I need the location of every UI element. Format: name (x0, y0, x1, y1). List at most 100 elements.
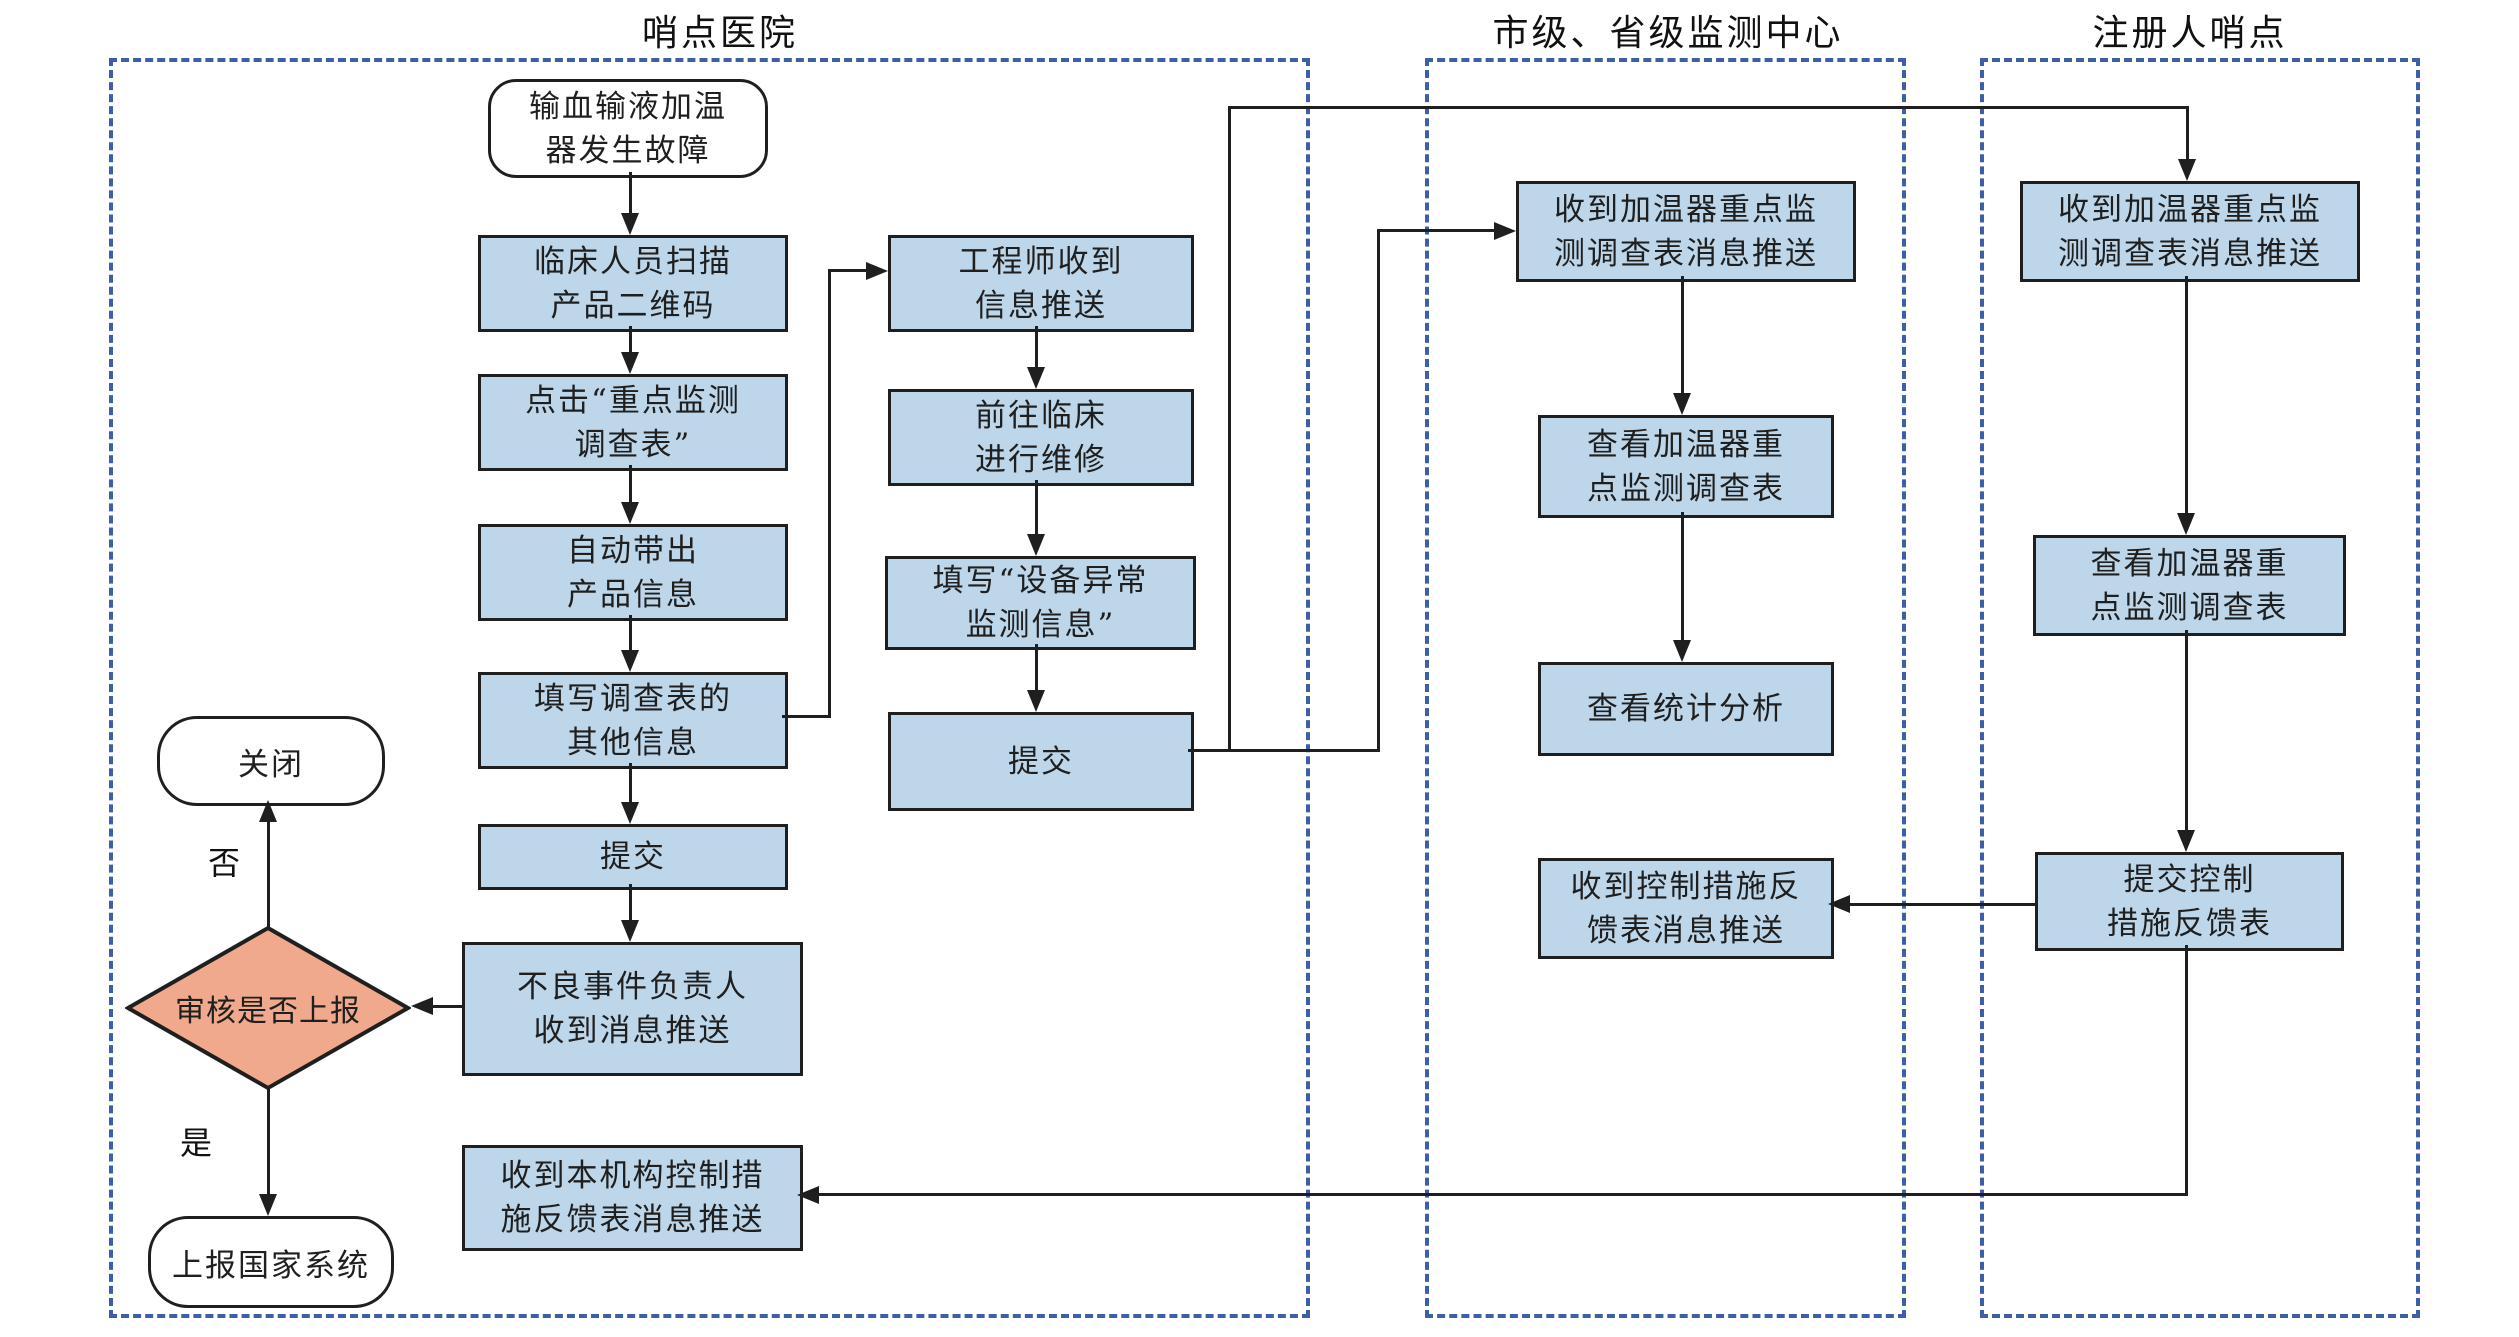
arrow-responsible-to-review (431, 1005, 462, 1008)
node-close-line1: 关闭 (238, 746, 304, 783)
node-submit-main: 提交 (478, 824, 788, 890)
arrow-clinic-to-abnormal (1035, 480, 1038, 536)
arrowhead-clinic-to-abnormal (1027, 534, 1045, 556)
arrow-regpush-to-regview (2185, 276, 2188, 515)
edge-mid-horizontal-to-center (1377, 229, 1496, 232)
edge-label-yes: 是 (180, 1124, 213, 1162)
node-close: 关闭 (157, 716, 385, 806)
node-center-form-push-line1: 收到加温器重点监 (1554, 191, 1818, 228)
node-device-failure: 输血输液加温 器发生故障 (488, 79, 768, 178)
node-device-failure-line1: 输血输液加温 (529, 88, 727, 125)
arrowhead-to-engineer-push (866, 262, 888, 280)
node-fill-abnormal-line2: 监测信息” (965, 607, 1116, 643)
node-center-feedback-push-line1: 收到控制措施反 (1570, 868, 1802, 905)
node-center-feedback-push: 收到控制措施反 馈表消息推送 (1538, 858, 1834, 959)
arrowhead-regpush-to-regview (2177, 513, 2195, 535)
node-auto-info: 自动带出 产品信息 (478, 524, 788, 621)
edge-bottom-horizontal (815, 1193, 2188, 1196)
edge-regsubmit-to-centerfeedback (1848, 903, 2035, 906)
node-fill-other-line2: 其他信息 (567, 724, 699, 761)
node-engineer-push-line2: 信息推送 (975, 287, 1107, 324)
arrow-regview-to-regsubmit (2185, 630, 2188, 832)
arrowhead-to-reg-form-push (2178, 159, 2196, 181)
node-center-view-form-line1: 查看加温器重 (1587, 426, 1785, 463)
arrow-auto-to-fill (629, 615, 632, 652)
lane-hospital (109, 58, 1310, 1318)
arrow-engineer-to-clinic (1035, 326, 1038, 369)
node-org-feedback-push-line2: 施反馈表消息推送 (500, 1202, 765, 1238)
node-reg-view-form-line2: 点监测调查表 (2090, 589, 2289, 626)
arrowhead-review-to-close (259, 800, 277, 822)
arrowhead-review-to-report (259, 1194, 277, 1216)
arrowhead-responsible-to-review (411, 997, 433, 1015)
arrowhead-click-to-auto (621, 502, 639, 524)
node-goto-clinic-line2: 进行维修 (975, 441, 1107, 478)
node-center-view-stats-line1: 查看统计分析 (1587, 691, 1785, 727)
node-center-feedback-push-line2: 馈表消息推送 (1587, 912, 1785, 949)
node-reg-view-form-line1: 查看加温器重 (2090, 545, 2289, 582)
node-responsible-push-line1: 不良事件负责人 (517, 969, 748, 1005)
node-center-view-form-line2: 点监测调查表 (1587, 470, 1785, 507)
arrowhead-centerpush-to-viewform (1673, 393, 1691, 415)
edge-submit-riser-right (1377, 229, 1380, 752)
node-submit-engineer: 提交 (888, 712, 1194, 811)
edge-regsubmit-down (2185, 945, 2188, 1196)
node-center-view-form: 查看加温器重 点监测调查表 (1538, 415, 1834, 518)
node-reg-form-push-line1: 收到加温器重点监 (2058, 191, 2322, 228)
lane-title-monitoring-center: 市级、省级监测中心 (1492, 13, 1844, 54)
arrowhead-scan-to-click (621, 352, 639, 374)
node-goto-clinic: 前往临床 进行维修 (888, 389, 1194, 486)
edge-fillother-elbow-h2 (828, 269, 868, 272)
edge-submit-riser-base (1188, 749, 1380, 752)
node-auto-info-line1: 自动带出 (567, 532, 699, 569)
node-fill-other: 填写调查表的 其他信息 (478, 672, 788, 769)
arrowhead-engineer-to-clinic (1027, 367, 1045, 389)
arrow-viewform-to-stats (1681, 512, 1684, 642)
arrow-scan-to-click (629, 326, 632, 354)
arrow-submit-to-responsible (629, 884, 632, 922)
node-reg-submit-feedback: 提交控制 措施反馈表 (2035, 852, 2344, 951)
node-submit-main-line1: 提交 (600, 839, 666, 875)
arrowhead-abnormal-to-submit (1027, 690, 1045, 712)
node-reg-submit-feedback-line2: 措施反馈表 (2107, 905, 2272, 942)
arrowhead-viewform-to-stats (1673, 640, 1691, 662)
arrowhead-regview-to-regsubmit (2177, 830, 2195, 852)
node-org-feedback-push-line1: 收到本机构控制措 (500, 1158, 765, 1194)
node-click-form-line1: 点击“重点监测 (525, 382, 741, 419)
arrow-start-to-scan (629, 172, 632, 215)
node-device-failure-line2: 器发生故障 (545, 132, 711, 169)
arrow-review-to-report (267, 1089, 270, 1196)
node-reg-view-form: 查看加温器重 点监测调查表 (2033, 535, 2346, 636)
arrowhead-fill-to-submit (621, 802, 639, 824)
node-review-decision: 审核是否上报 (123, 925, 413, 1091)
node-scan-qr: 临床人员扫描 产品二维码 (478, 235, 788, 332)
lane-title-registrant: 注册人哨点 (2092, 13, 2288, 54)
edge-submit-riser-left (1228, 107, 1231, 752)
node-auto-info-line2: 产品信息 (567, 576, 699, 613)
lane-title-hospital: 哨点医院 (641, 13, 798, 54)
node-fill-other-line1: 填写调查表的 (534, 680, 732, 717)
node-center-form-push: 收到加温器重点监 测调查表消息推送 (1516, 181, 1856, 282)
node-engineer-push-line1: 工程师收到 (958, 243, 1124, 280)
node-click-form: 点击“重点监测 调查表” (478, 374, 788, 471)
node-center-view-stats: 查看统计分析 (1538, 662, 1834, 756)
node-report-national: 上报国家系统 (148, 1216, 394, 1308)
lane-monitoring-center (1425, 58, 1906, 1318)
arrow-click-to-auto (629, 465, 632, 504)
node-report-national-line1: 上报国家系统 (172, 1247, 370, 1284)
node-submit-engineer-line1: 提交 (1008, 743, 1074, 780)
edge-label-no: 否 (208, 844, 241, 882)
edge-fillother-elbow-h1 (782, 715, 831, 718)
node-goto-clinic-line1: 前往临床 (975, 397, 1107, 434)
arrow-fill-to-submit (629, 763, 632, 804)
arrowhead-submit-to-responsible (621, 920, 639, 942)
arrowhead-start-to-scan (621, 213, 639, 235)
node-responsible-push-line2: 收到消息推送 (533, 1013, 732, 1049)
edge-fillother-elbow-v (828, 269, 831, 718)
node-review-label: 审核是否上报 (175, 994, 361, 1029)
node-reg-submit-feedback-line1: 提交控制 (2123, 861, 2256, 898)
node-scan-qr-line2: 产品二维码 (550, 287, 716, 324)
arrowhead-to-center-form-push (1494, 222, 1516, 240)
node-org-feedback-push: 收到本机构控制措 施反馈表消息推送 (462, 1145, 803, 1251)
